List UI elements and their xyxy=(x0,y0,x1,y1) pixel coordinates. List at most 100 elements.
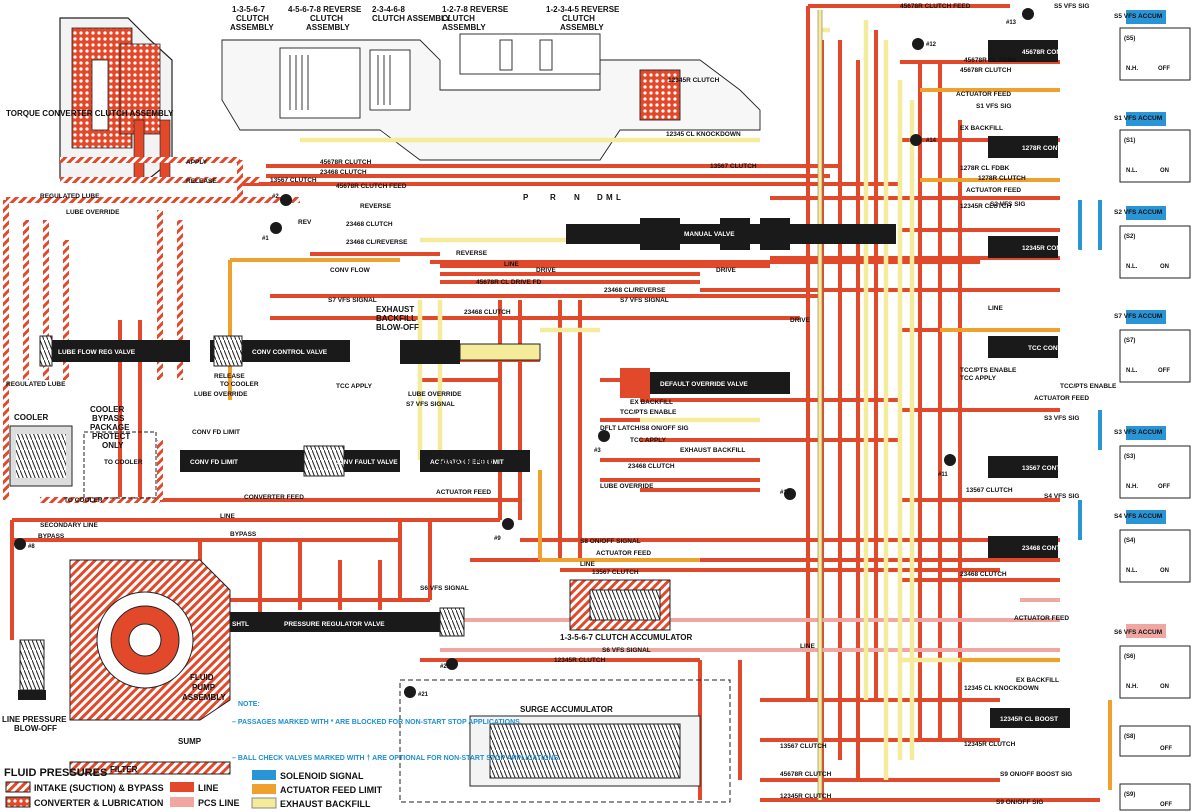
lbl-line-2: LINE xyxy=(220,513,235,520)
conv-fault-valve[interactable] xyxy=(300,445,400,477)
exhaust-blowoff xyxy=(400,340,541,364)
lbl-knockdown-2: 12345 CL KNOCKDOWN xyxy=(666,131,741,138)
c23468-control-label: 23468 CONTROL xyxy=(1022,545,1074,552)
solenoid-s2[interactable] xyxy=(1119,206,1191,279)
s2-state: ON xyxy=(1160,264,1169,270)
solenoid-s3[interactable] xyxy=(1119,426,1191,499)
gear-p[interactable]: P xyxy=(523,193,529,202)
lbl-tcc-apply-2: TCC APPLY xyxy=(960,375,997,382)
sump-label: SUMP xyxy=(178,737,202,746)
s9-code: (S9) xyxy=(1124,792,1135,798)
solenoid-s8[interactable] xyxy=(1119,725,1191,757)
solenoid-s6[interactable] xyxy=(1119,624,1191,699)
gear-n[interactable]: N xyxy=(574,193,580,202)
checkball-labels: #1 #2 #3 #8 #9 #10 #11 #12 #13 #14 #20 #… xyxy=(28,20,1017,698)
solenoid-s1[interactable] xyxy=(1119,112,1191,183)
gear-selector[interactable]: P R N D M L xyxy=(523,193,621,202)
legend-swatch-converter xyxy=(5,796,31,808)
lbl-13567-clutch-2: 13567 CLUTCH xyxy=(592,569,639,576)
gear-m[interactable]: M xyxy=(606,193,613,202)
lbl-ex-backfill-1: EX BACKFILL xyxy=(1016,677,1059,684)
gear-r[interactable]: R xyxy=(550,193,556,202)
lbl-tcc-apply: TCC APPLY xyxy=(336,383,373,390)
label-13567-clutch-3: ASSEMBLY xyxy=(230,23,274,32)
lbl-23468-clutch-4: 23468 CLUTCH xyxy=(960,571,1007,578)
lbl-12345r-clutch-3: 12345R CLUTCH xyxy=(780,793,832,800)
label-13567-clutch-2: CLUTCH xyxy=(236,14,269,23)
lbl-actuator-feed-3: ACTUATOR FEED xyxy=(596,550,651,557)
manual-valve[interactable] xyxy=(566,218,896,250)
tcc-control-label: TCC CONTROL xyxy=(1028,345,1075,352)
lbl-s8-sig: S8 ON/OFF SIGNAL xyxy=(580,538,641,545)
s6-accum-label: S6 VFS ACCUM xyxy=(1114,629,1162,636)
lbl-45678r-fdbk: 45678R CL FDBK xyxy=(964,57,1017,64)
legend-line: LINE xyxy=(198,783,219,793)
conv-fd-limit-valve[interactable] xyxy=(180,450,300,472)
actuator-feed-passages xyxy=(228,88,1112,790)
note-title: NOTE: xyxy=(238,701,260,708)
s6-state: ON xyxy=(1160,684,1169,690)
lbl-23468-rev: 23468 CL/REVERSE xyxy=(346,239,408,246)
default-override-valve[interactable] xyxy=(620,368,790,398)
gear-l[interactable]: L xyxy=(616,193,621,202)
s7-state: OFF xyxy=(1158,368,1170,374)
s3-nl: N.H. xyxy=(1126,484,1138,490)
solenoid-s7[interactable] xyxy=(1119,310,1191,383)
solenoid-s5[interactable] xyxy=(1119,10,1191,81)
s4-accum-label: S4 VFS ACCUM xyxy=(1114,513,1162,520)
solenoid-s9[interactable] xyxy=(1119,783,1191,811)
checkball-9 xyxy=(502,518,514,530)
lbl-drive: DRIVE xyxy=(536,267,557,274)
checkballs xyxy=(14,8,1034,698)
solenoid-s4[interactable] xyxy=(1119,510,1191,583)
lbl-13567-clutch-5: 13567 CLUTCH xyxy=(710,163,757,170)
solenoid-labels: S5 VFS ACCUM (S5) OFF N.H. S1 VFS ACCUM … xyxy=(1114,13,1172,808)
fluid-pump-label: FLUID xyxy=(190,673,214,682)
note-line-2: – BALL CHECK VALVES MARKED WITH † ARE OP… xyxy=(232,755,560,762)
lbl-s4-sig: S4 VFS SIG xyxy=(1044,493,1079,500)
blowoff-label-2: BLOW-OFF xyxy=(14,724,57,733)
s8-code: (S8) xyxy=(1124,734,1135,740)
lbl-12345r-clutch: 12345R CLUTCH xyxy=(554,657,606,664)
control-valve-column[interactable] xyxy=(988,40,1070,728)
label-23468-2: CLUTCH ASSEMBLY xyxy=(372,14,451,23)
conv-control-valve[interactable] xyxy=(210,335,350,367)
legend-swatch-pcs xyxy=(170,797,194,807)
legend-converter: CONVERTER & LUBRICATION xyxy=(34,798,163,808)
label-1278r-3: ASSEMBLY xyxy=(442,23,486,32)
s1-state: ON xyxy=(1160,168,1169,174)
checkball-11 xyxy=(944,454,956,466)
s9-state: OFF xyxy=(1160,802,1172,808)
label-12345r-2: CLUTCH xyxy=(562,14,595,23)
bypass-5: ONLY xyxy=(102,441,124,450)
lbl-line-1: LINE xyxy=(504,261,519,268)
lbl-conv-fd-limit: CONV FD LIMIT xyxy=(192,429,240,436)
bypass-2: BYPASS xyxy=(92,414,125,423)
s5-accum-label: S5 VFS ACCUM xyxy=(1114,13,1162,20)
label-12345r-1: 1-2-3-4-5 REVERSE xyxy=(546,5,620,14)
label-12345r-3: ASSEMBLY xyxy=(560,23,604,32)
lbl-actuator-feed-7: ACTUATOR FEED xyxy=(1034,395,1089,402)
fluid-pump-label-3: ASSEMBLY xyxy=(182,693,226,702)
lbl-lube-override: LUBE OVERRIDE xyxy=(66,209,120,216)
lbl-ex-backfill-3: EX BACKFILL xyxy=(630,399,673,406)
gear-d[interactable]: D xyxy=(597,193,603,202)
lbl-drive-3: DRIVE xyxy=(790,317,811,324)
lbl-lube-override-3: LUBE OVERRIDE xyxy=(408,391,462,398)
cb-9-label: #9 xyxy=(494,536,501,542)
note-block: NOTE: – PASSAGES MARKED WITH * ARE BLOCK… xyxy=(232,701,560,762)
actuator-feed-limit-valve[interactable] xyxy=(420,450,530,472)
cb-3-label: #3 xyxy=(594,448,601,454)
lbl-to-cooler: TO COOLER xyxy=(220,381,259,388)
s6-nl: N.H. xyxy=(1126,684,1138,690)
pressure-regulator-valve[interactable] xyxy=(220,607,465,637)
lbl-actuator-feed-6: ACTUATOR FEED xyxy=(966,187,1021,194)
lube-flow-reg-valve[interactable] xyxy=(39,335,190,367)
lbl-to-cooler-3: TO COOLER xyxy=(64,497,103,504)
legend-solenoid: SOLENOID SIGNAL xyxy=(280,771,364,781)
lbl-line-4: LINE xyxy=(800,643,815,650)
surge-accumulator-box xyxy=(399,679,731,803)
lbl-23468-clutch-3: 23468 CLUTCH xyxy=(464,309,511,316)
lbl-lube-override-4: LUBE OVERRIDE xyxy=(600,483,654,490)
